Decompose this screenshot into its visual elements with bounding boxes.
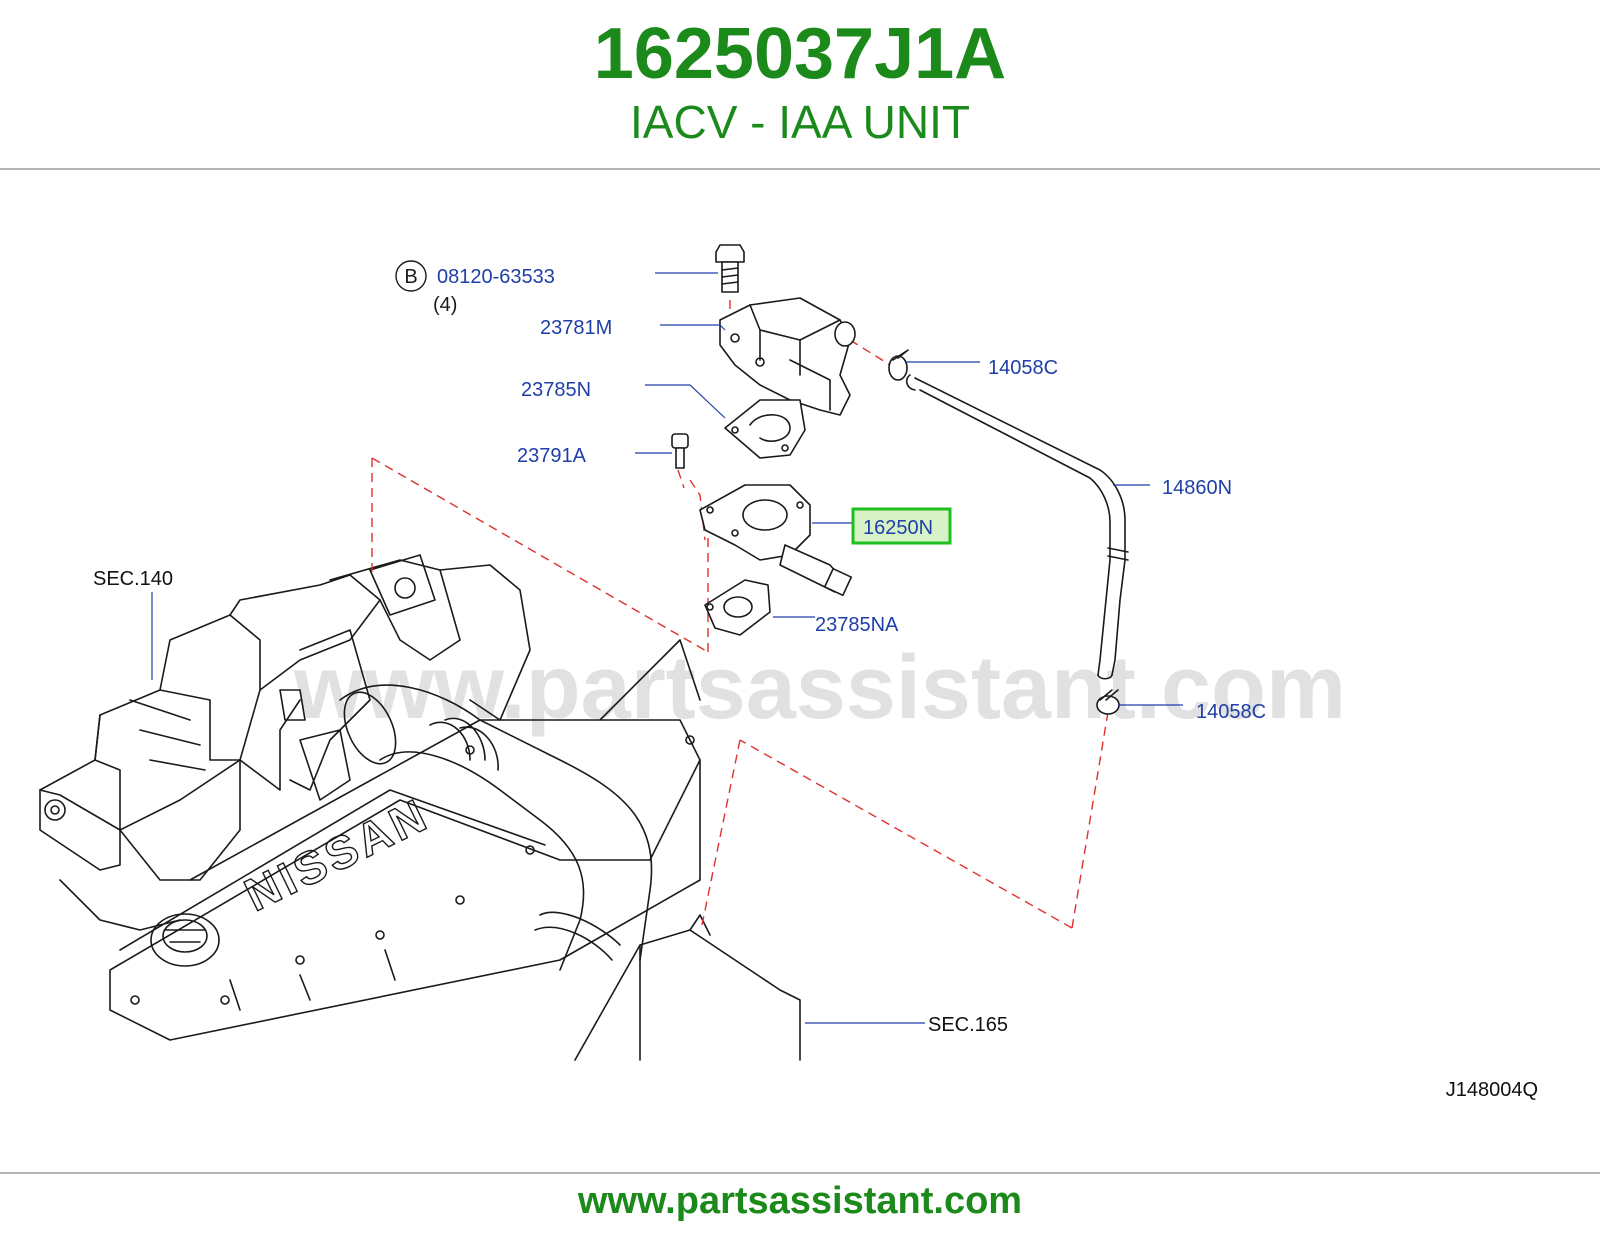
bolt-quantity: (4) bbox=[433, 294, 457, 316]
watermark-text: www.partsassistant.com bbox=[293, 638, 1346, 738]
label-16250N[interactable]: 16250N bbox=[863, 517, 933, 539]
svg-text:NISSAN: NISSAN bbox=[237, 788, 438, 921]
iaa-unit-part bbox=[699, 484, 853, 597]
label-14860N[interactable]: 14860N bbox=[1162, 477, 1232, 499]
label-08120-63533[interactable]: 08120-63533 bbox=[437, 266, 555, 288]
label-23785N[interactable]: 23785N bbox=[521, 379, 591, 401]
hose-clamp-top bbox=[888, 349, 909, 381]
bolt-circle-icon bbox=[395, 260, 427, 292]
label-14058C-bottom[interactable]: 14058C bbox=[1196, 701, 1266, 723]
hose-part bbox=[905, 374, 1129, 680]
engine-illustration: NISSAN bbox=[39, 554, 801, 1061]
gasket-upper-part bbox=[724, 399, 806, 459]
bolt-callout: B 08120-63533 (4) bbox=[395, 260, 555, 316]
label-sec140[interactable]: SEC.140 bbox=[93, 568, 173, 590]
assembly-dash-lines bbox=[371, 300, 1109, 929]
header-divider bbox=[0, 168, 1600, 170]
part-name-subtitle: IACV - IAA UNIT bbox=[630, 96, 970, 148]
label-14058C-top[interactable]: 14058C bbox=[988, 357, 1058, 379]
label-sec165[interactable]: SEC.165 bbox=[928, 1014, 1008, 1036]
highlight-box bbox=[851, 507, 952, 545]
label-23785NA[interactable]: 23785NA bbox=[815, 614, 899, 636]
bolt-circle-letter: B bbox=[404, 266, 417, 288]
screw-part bbox=[671, 433, 689, 469]
nissan-logo: NISSAN bbox=[236, 787, 438, 922]
footer-divider bbox=[0, 1172, 1600, 1174]
leader-lines bbox=[151, 272, 1183, 1024]
label-23781M[interactable]: 23781M bbox=[540, 317, 612, 339]
footer-url-link[interactable]: www.partsassistant.com bbox=[577, 1180, 1023, 1222]
iacv-motor-part bbox=[719, 297, 856, 416]
label-23791A[interactable]: 23791A bbox=[517, 445, 587, 467]
part-number-title: 1625037J1A bbox=[593, 14, 1007, 94]
diagram-code: J148004Q bbox=[1446, 1079, 1538, 1101]
bolt-part bbox=[715, 244, 745, 293]
gasket-lower-part bbox=[704, 579, 771, 636]
